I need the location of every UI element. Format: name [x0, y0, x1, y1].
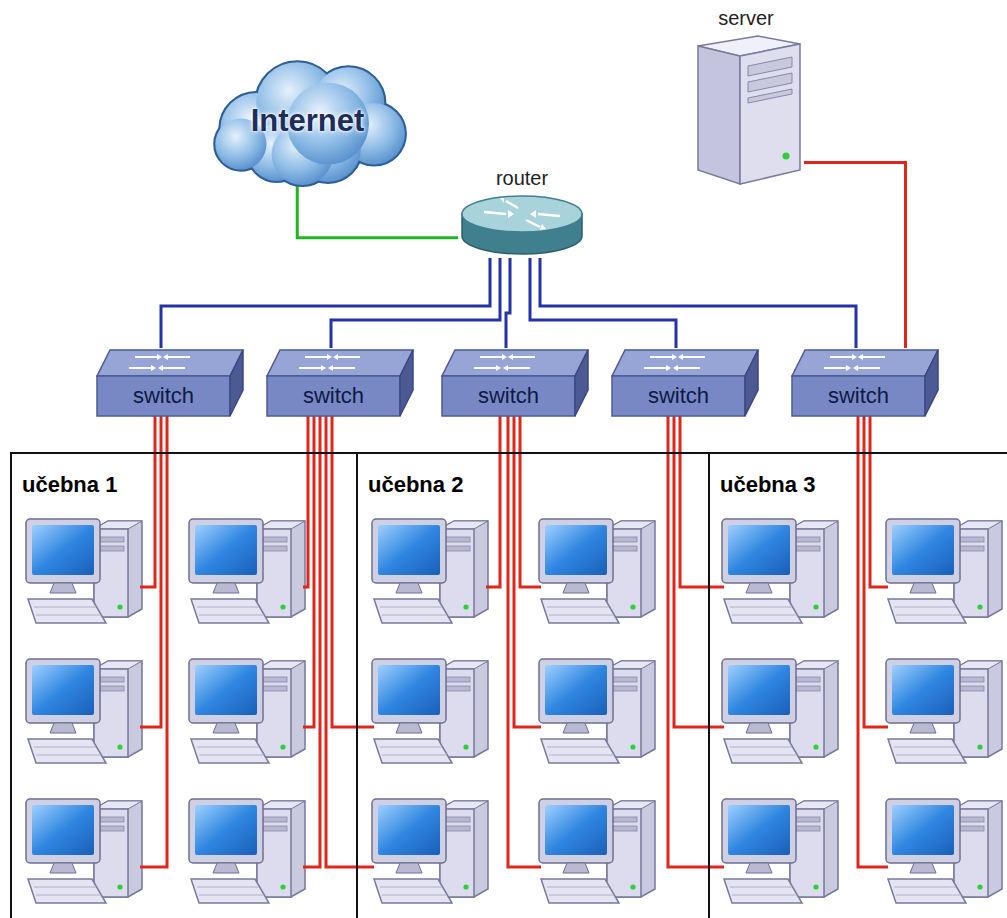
- node-label: učebna 3: [710, 454, 1007, 498]
- pc-icon: [189, 519, 305, 623]
- network-cable: [680, 414, 724, 587]
- pc-icon: [539, 519, 655, 623]
- network-link: [804, 162, 906, 348]
- network-cable: [858, 414, 888, 867]
- switch-node: switch: [265, 348, 415, 418]
- network-link: [530, 258, 676, 348]
- pc-icon: [722, 799, 838, 903]
- network-cable: [140, 414, 167, 867]
- pc-icon: [722, 659, 838, 763]
- network-link: [506, 258, 510, 348]
- node-label: switch: [97, 376, 230, 416]
- node-label: učebna 1: [12, 454, 356, 498]
- pc-icon: [886, 799, 1002, 903]
- network-cable: [326, 414, 374, 867]
- node-label: switch: [612, 376, 745, 416]
- switch-node: switch: [95, 348, 245, 418]
- internet-cloud: Internet: [205, 52, 410, 185]
- server-node: server: [688, 6, 804, 190]
- network-cable: [140, 414, 155, 587]
- network-cable: [332, 414, 374, 727]
- network-cable: [870, 414, 888, 587]
- network-cable: [520, 414, 541, 587]
- pc-icon: [189, 659, 305, 763]
- node-label: switch: [792, 376, 925, 416]
- node-label: router: [458, 166, 586, 190]
- network-cable: [303, 414, 314, 727]
- network-cable: [303, 414, 308, 587]
- network-cable: [140, 414, 161, 727]
- pc-icon: [26, 519, 142, 623]
- network-cable: [514, 414, 541, 727]
- network-cable: [668, 414, 724, 867]
- pc-icon: [722, 519, 838, 623]
- pc-icon: [372, 799, 488, 903]
- pc-icon: [372, 519, 488, 623]
- node-label: switch: [267, 376, 400, 416]
- server-icon: [688, 34, 804, 190]
- classroom-box: učebna 3: [708, 452, 1007, 918]
- switch-node: switch: [440, 348, 590, 418]
- network-link: [161, 258, 490, 348]
- network-link: [540, 258, 856, 348]
- network-cable: [486, 414, 500, 587]
- pc-icon: [26, 659, 142, 763]
- node-label: server: [688, 6, 804, 30]
- pc-icon: [26, 799, 142, 903]
- network-cable: [674, 414, 724, 727]
- router-icon: [458, 192, 586, 256]
- pc-icon: [189, 799, 305, 903]
- classroom-box: učebna 2: [356, 452, 710, 918]
- network-link: [297, 185, 458, 238]
- node-label: učebna 2: [358, 454, 708, 498]
- network-cable: [864, 414, 888, 727]
- node-label: Internet: [251, 103, 365, 139]
- network-link: [331, 258, 500, 348]
- pc-icon: [372, 659, 488, 763]
- node-label: switch: [442, 376, 575, 416]
- pc-icon: [886, 659, 1002, 763]
- switch-node: switch: [790, 348, 940, 418]
- pc-icon: [539, 659, 655, 763]
- network-cable: [508, 414, 541, 867]
- pc-icon: [886, 519, 1002, 623]
- classroom-box: učebna 1: [10, 452, 358, 918]
- switch-node: switch: [610, 348, 760, 418]
- pc-icon: [539, 799, 655, 903]
- router-node: router: [458, 166, 586, 258]
- network-cable: [303, 414, 320, 867]
